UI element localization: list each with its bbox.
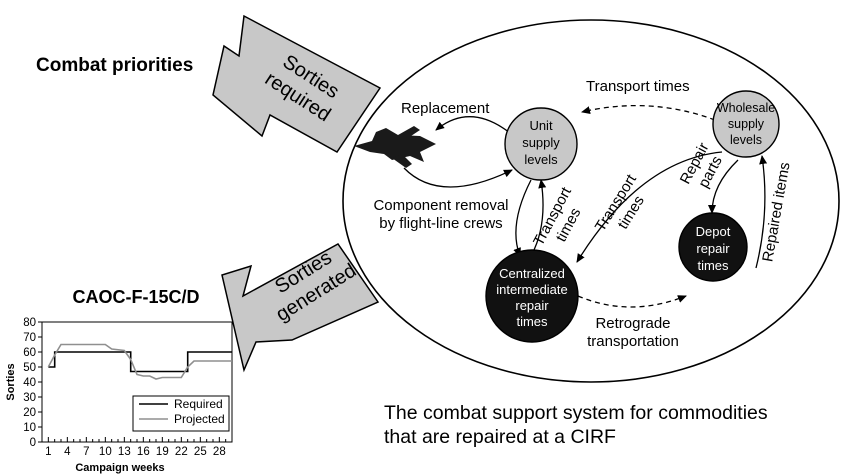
wholesale-supply-line3: levels — [730, 133, 762, 147]
sorties-generated-arrow — [221, 243, 380, 373]
caption-line2: that are repaired at a CIRF — [384, 426, 616, 448]
wholesale-to-cirf-edge — [576, 151, 723, 263]
retrograde-edge — [577, 295, 687, 308]
cirf-line4: times — [516, 314, 548, 329]
wholesale-supply-node: Wholesale supply levels — [712, 90, 780, 158]
depot-repair-line1: Depot — [696, 224, 731, 239]
x-tick-label: 19 — [156, 446, 169, 458]
unit-supply-line1: Unit — [529, 118, 553, 133]
component-removal-line2: by flight-line crews — [379, 215, 502, 232]
combat-priorities-label: Combat priorities — [36, 55, 193, 76]
component-removal-edge — [403, 167, 513, 188]
caption-line1: The combat support system for commoditie… — [384, 402, 768, 424]
cirf-line3: repair — [515, 298, 549, 313]
x-tick-label: 1 — [45, 446, 51, 458]
unit-supply-node: Unit supply levels — [504, 107, 578, 181]
transport-times-top-label: Transport times — [586, 78, 690, 95]
x-tick-label: 25 — [194, 446, 207, 458]
unit-supply-line2: supply — [522, 135, 560, 150]
depot-repair-node: Depot repair times — [678, 212, 748, 282]
x-tick-label: 10 — [99, 446, 112, 458]
x-tick-label: 16 — [137, 446, 150, 458]
retrograde-line1: Retrograde — [595, 315, 670, 332]
y-tick-label: 10 — [23, 422, 36, 434]
replacement-label: Replacement — [401, 100, 490, 117]
repair-parts-edge — [708, 159, 739, 214]
sorties-required-arrow — [212, 14, 382, 153]
y-tick-label: 40 — [23, 377, 36, 389]
transport-times-top-edge — [581, 104, 716, 121]
repaired-items-edge — [755, 155, 768, 269]
depot-repair-line3: times — [697, 258, 729, 273]
legend-label-required: Required — [174, 397, 223, 411]
wholesale-supply-line1: Wholesale — [717, 101, 775, 115]
wholesale-supply-line2: supply — [728, 117, 765, 131]
x-tick-label: 22 — [175, 446, 188, 458]
x-tick-label: 28 — [213, 446, 226, 458]
x-tick-label: 4 — [64, 446, 71, 458]
figure-caption: The combat support system for commoditie… — [384, 401, 839, 449]
y-tick-label: 0 — [30, 437, 36, 449]
replacement-edge — [435, 116, 511, 134]
unit-to-cirf-edge — [513, 179, 532, 257]
x-tick-label: 7 — [83, 446, 89, 458]
y-tick-label: 60 — [23, 347, 36, 359]
retrograde-line2: transportation — [587, 333, 679, 350]
y-tick-label: 20 — [23, 407, 36, 419]
cirf-line2: intermediate — [496, 282, 568, 297]
depot-repair-line2: repair — [696, 241, 730, 256]
component-removal-line1: Component removal — [373, 197, 508, 214]
x-tick-label: 13 — [118, 446, 131, 458]
chart-ylabel: Sorties — [5, 363, 17, 400]
chart-title: CAOC-F-15C/D — [72, 287, 199, 307]
cirf-line1: Centralized — [499, 266, 565, 281]
y-tick-label: 30 — [23, 392, 36, 404]
unit-supply-line3: levels — [524, 152, 558, 167]
y-tick-label: 70 — [23, 332, 36, 344]
chart-xlabel: Campaign weeks — [75, 462, 164, 474]
cirf-node: Centralized intermediate repair times — [485, 249, 579, 343]
y-tick-label: 80 — [23, 317, 36, 329]
y-tick-label: 50 — [23, 362, 36, 374]
legend-label-projected: Projected — [174, 412, 225, 426]
sorties-chart: CAOC-F-15C/D Campaign weeks Sorties 0 10 2… — [5, 287, 233, 474]
series-line-projected — [47, 343, 232, 380]
fighter-jet-icon — [354, 126, 436, 168]
system-boundary-ellipse — [342, 19, 840, 383]
